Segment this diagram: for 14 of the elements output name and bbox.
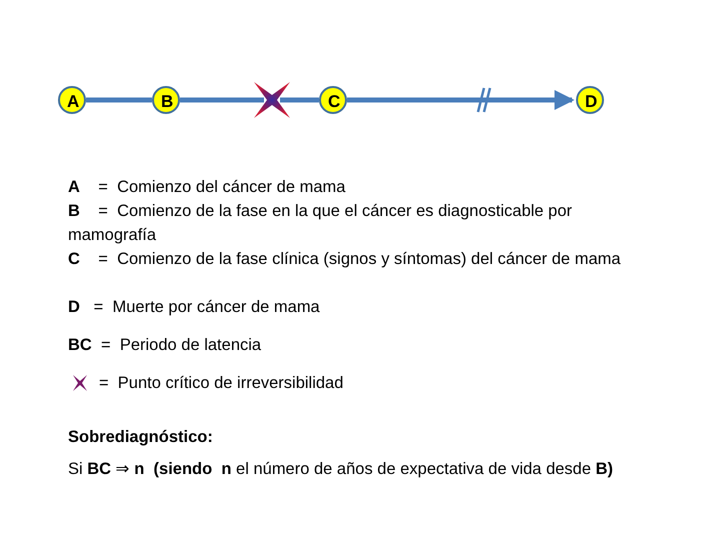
definition-text: BC = Periodo de latencia bbox=[68, 335, 262, 356]
section-heading: Sobrediagnóstico: bbox=[68, 427, 214, 448]
definition-text: C = Comienzo de la fase clínica (signos y síntomas) del cáncer de mama bbox=[68, 249, 622, 270]
definition-text: B = Comienzo de la fase en la que el cáncer es diagnosticable por mamografía bbox=[68, 201, 574, 246]
timeline-arrow bbox=[347, 90, 574, 110]
definition-text: A = Comienzo del cáncer de mama bbox=[68, 177, 346, 198]
note-text: Si BC ⇒ n (siendo n el número de años de expectativa de vida desde B) bbox=[68, 459, 614, 480]
point-circle: A bbox=[58, 86, 86, 114]
definition-text: D = Muerte por cáncer de mama bbox=[68, 297, 321, 318]
legend-text: = Punto crítico de irreversibilidad bbox=[99, 373, 344, 394]
point-circle: C bbox=[319, 86, 347, 114]
point-circle: B bbox=[152, 86, 180, 114]
star-marker bbox=[252, 80, 292, 120]
point-circle: D bbox=[576, 86, 604, 114]
